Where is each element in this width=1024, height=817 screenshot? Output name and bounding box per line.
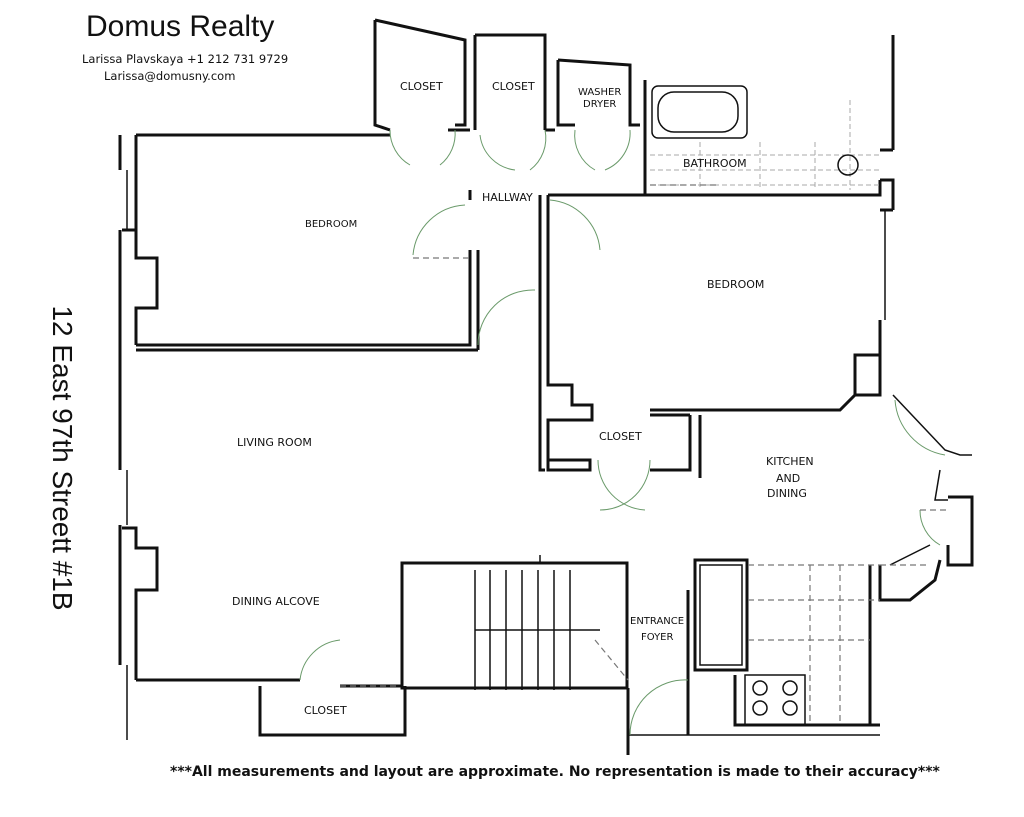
label-closet-2: CLOSET xyxy=(492,80,535,93)
top-closets xyxy=(373,18,880,195)
exterior-walls xyxy=(118,35,974,755)
label-washer: WASHER xyxy=(578,87,621,98)
label-dryer: DRYER xyxy=(583,99,616,110)
label-kitchen-dining: DINING xyxy=(767,487,807,500)
room-labels: CLOSET CLOSET WASHER DRYER BATHROOM HALL… xyxy=(232,80,814,717)
label-hallway: HALLWAY xyxy=(482,191,533,204)
label-closet-mid: CLOSET xyxy=(599,430,642,443)
label-bedroom-left: BEDROOM xyxy=(305,219,357,230)
label-kitchen-and: AND xyxy=(776,472,800,485)
label-closet-1: CLOSET xyxy=(400,80,443,93)
agent-contact: Larissa Plavskaya +1 212 731 9729 xyxy=(82,52,289,66)
label-kitchen: KITCHEN xyxy=(766,455,814,468)
agent-email: Larissa@domusny.com xyxy=(104,69,236,83)
dashed-lines xyxy=(340,184,948,725)
label-bedroom-right: BEDROOM xyxy=(707,278,764,291)
disclaimer-text: ***All measurements and layout are appro… xyxy=(170,764,940,780)
label-closet-bottom: CLOSET xyxy=(304,704,347,717)
label-foyer: FOYER xyxy=(641,632,674,643)
door-swings xyxy=(299,129,946,736)
company-name: Domus Realty xyxy=(86,10,275,43)
label-dining-alcove: DINING ALCOVE xyxy=(232,595,320,608)
label-entrance: ENTRANCE xyxy=(630,616,684,627)
label-bathroom: BATHROOM xyxy=(683,157,747,170)
label-living-room: LIVING ROOM xyxy=(237,436,312,449)
